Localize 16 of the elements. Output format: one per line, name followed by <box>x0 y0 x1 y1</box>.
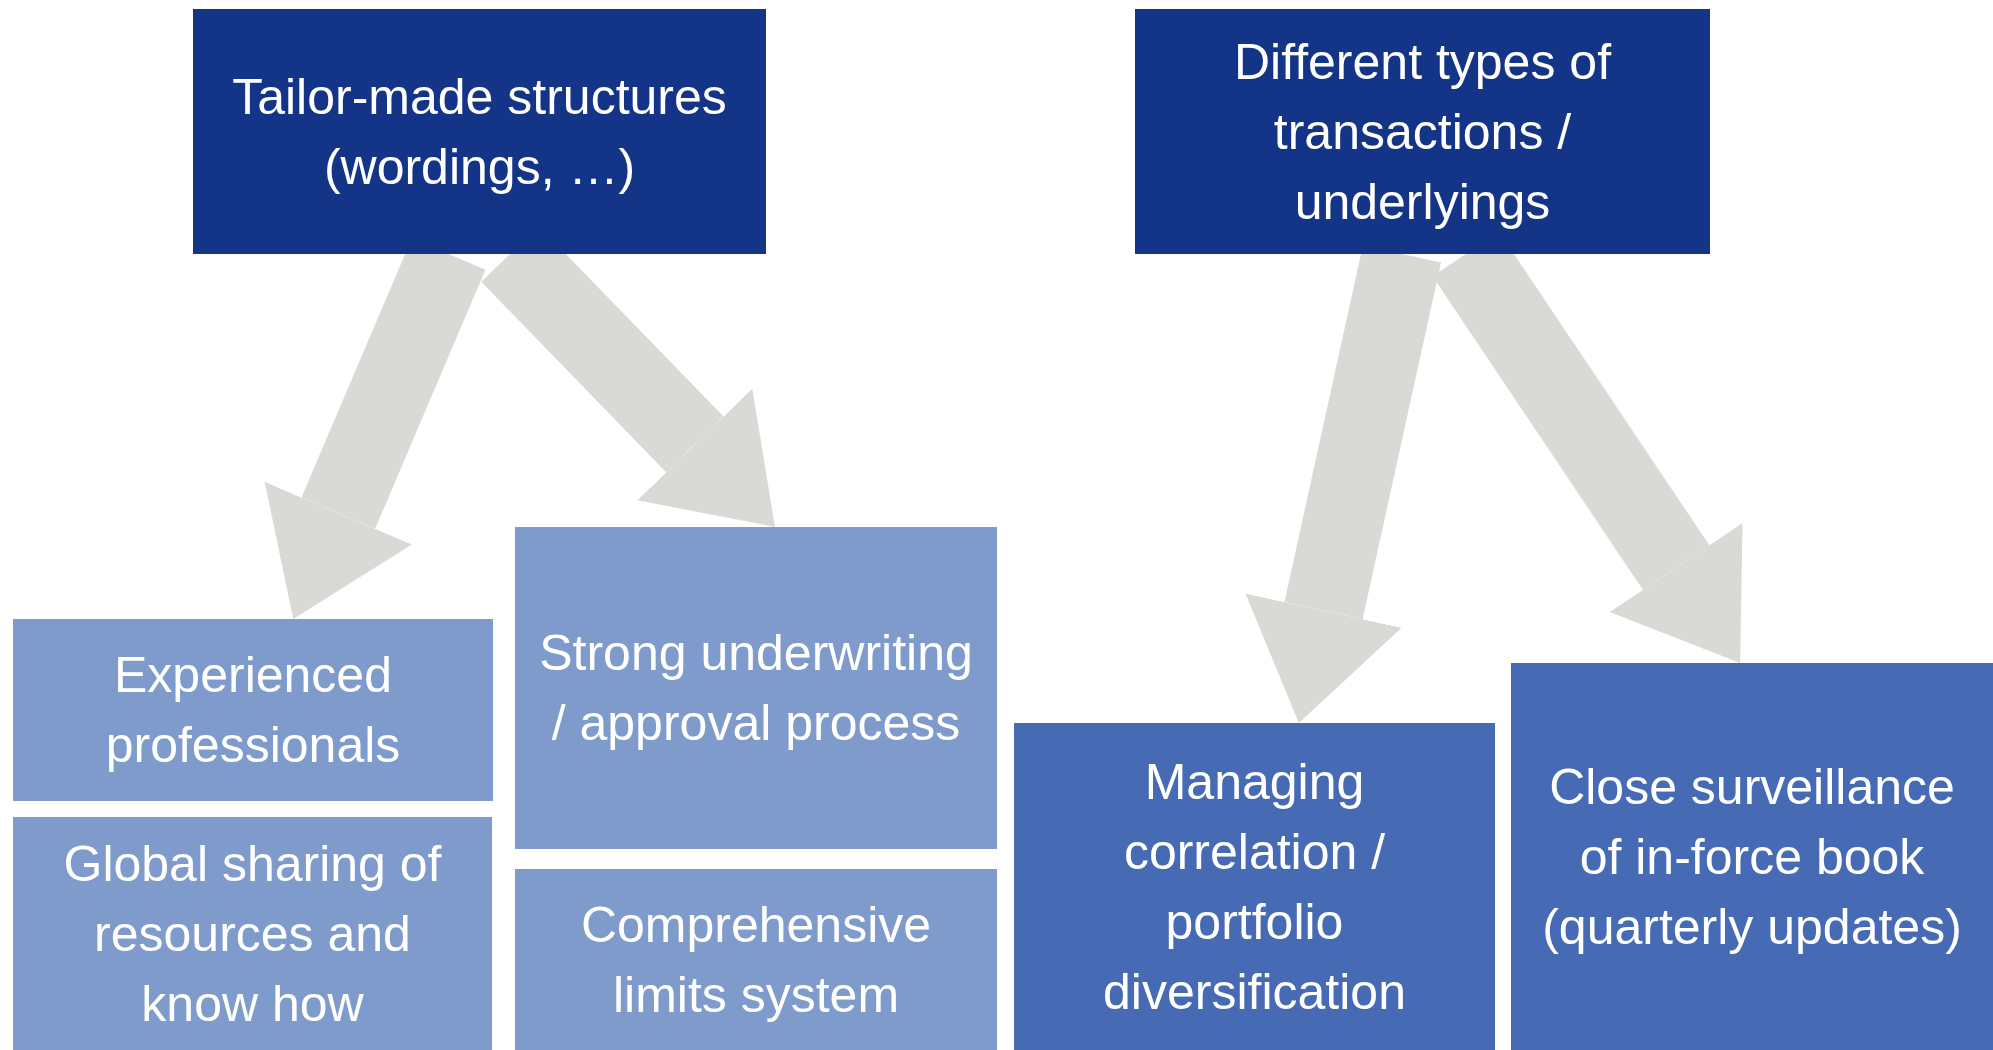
text-box <box>1135 9 1710 254</box>
text-box <box>1511 663 1993 1050</box>
box-label: Different types of transactions / underlyings <box>1232 32 1613 232</box>
box-label: Experienced professionals <box>104 646 402 775</box>
box-label: Strong underwriting / approval process <box>538 624 974 753</box>
text-box <box>13 619 493 801</box>
box-label: Comprehensive limits system <box>579 895 933 1025</box>
box-label: Managing correlation / portfolio diversification <box>1102 752 1407 1022</box>
box-label: Close surveillance of in-force book (quarterly updates) <box>1541 757 1963 957</box>
text-box <box>1014 723 1495 1050</box>
box-label: Global sharing of resources and know how <box>62 834 443 1034</box>
text-box <box>515 869 997 1050</box>
text-box <box>193 9 766 254</box>
text-box <box>13 817 492 1050</box>
text-box <box>515 527 997 849</box>
box-label: Tailor-made structures (wordings, …) <box>231 67 728 197</box>
